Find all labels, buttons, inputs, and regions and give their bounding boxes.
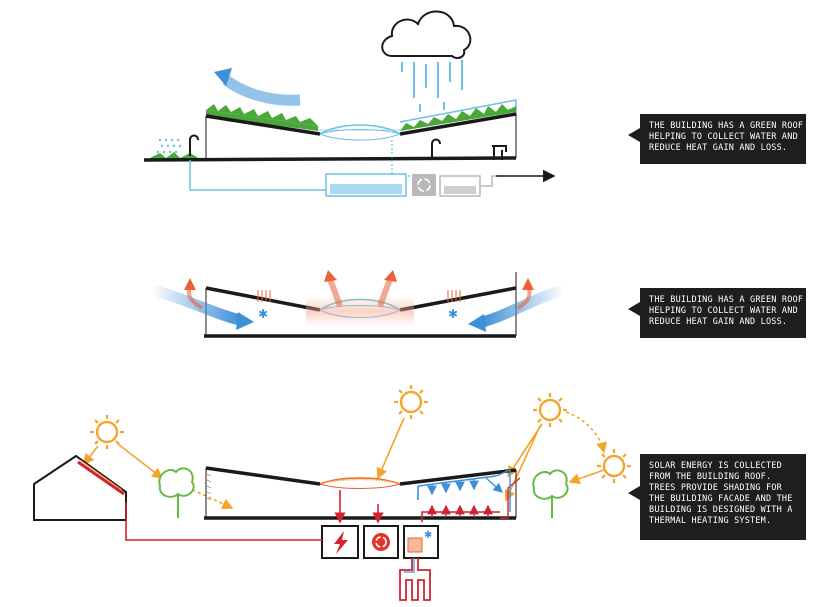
callout-line: REDUCE HEAT GAIN AND LOSS.	[649, 143, 788, 153]
callout-line: HELPING TO COLLECT WATER AND	[649, 132, 798, 142]
warm-air-arrow-icon	[324, 270, 397, 308]
callout-line: THE BUILDING HAS A GREEN ROOF	[649, 121, 804, 131]
water-callout: THE BUILDING HAS A GREEN ROOF HELPING TO…	[640, 114, 806, 164]
ventilation-callout: THE BUILDING HAS A GREEN ROOF HELPING TO…	[640, 288, 806, 338]
snowflake-icon: ✱	[257, 290, 271, 321]
sun-icon	[533, 393, 567, 427]
callout-line: THE BUILDING HAS A GREEN ROOF	[649, 295, 804, 305]
svg-text:✱: ✱	[448, 307, 458, 321]
solar-panel: ✱	[33, 385, 631, 601]
solar-callout: SOLAR ENERGY IS COLLECTED FROM THE BUILD…	[640, 454, 806, 540]
tree-icon	[532, 469, 569, 518]
heating-unit-icon: ✱	[403, 525, 439, 559]
solar-ray-lines	[83, 411, 608, 510]
callout-line: THERMAL HEATING SYSTEM.	[649, 516, 772, 526]
callout-pointer	[628, 486, 640, 500]
power-bolt-icon	[321, 525, 359, 559]
callout-line: HELPING TO COLLECT WATER AND	[649, 306, 798, 316]
recycle-icon	[412, 174, 436, 196]
water-tank-icon	[325, 173, 407, 197]
rain-cloud-icon	[381, 10, 472, 112]
roof-solar-collector	[319, 477, 401, 489]
evaporation-arrow-icon	[214, 68, 301, 106]
sun-icon	[394, 385, 428, 419]
callout-pointer	[628, 302, 640, 316]
ventilation-panel: ✱ ✱	[150, 270, 566, 338]
svg-text:✱: ✱	[424, 530, 432, 541]
grey-water-filter	[439, 175, 500, 197]
water-panel-roof	[143, 112, 517, 162]
warm-air-arrow-icon	[516, 278, 534, 310]
snowflake-icon: ✱	[447, 290, 461, 321]
green-roof-grass	[150, 104, 516, 160]
sun-icon	[90, 415, 124, 449]
callout-line: TREES PROVIDE SHADING FOR	[649, 483, 782, 493]
sun-icon	[597, 449, 631, 483]
tree-icon	[158, 467, 195, 518]
callout-line: REDUCE HEAT GAIN AND LOSS.	[649, 317, 788, 327]
callout-line: BUILDING IS DESIGNED WITH A	[649, 505, 793, 515]
callout-line: FROM THE BUILDING ROOF.	[649, 472, 772, 482]
geothermal-loop-icon	[399, 558, 431, 601]
sprinkler-icon	[156, 134, 199, 156]
svg-text:✱: ✱	[258, 307, 268, 321]
outflow-arrow-icon	[492, 145, 556, 183]
callout-line: SOLAR ENERGY IS COLLECTED	[649, 461, 782, 471]
recycle-icon	[363, 525, 399, 559]
thermal-heating-network	[417, 468, 521, 522]
callout-line: THE BUILDING FACADE AND THE	[649, 494, 793, 504]
warm-air-arrow-icon	[184, 278, 204, 310]
callout-pointer	[628, 128, 640, 142]
water-panel	[143, 10, 556, 197]
house-solar-panel-icon	[33, 454, 127, 521]
